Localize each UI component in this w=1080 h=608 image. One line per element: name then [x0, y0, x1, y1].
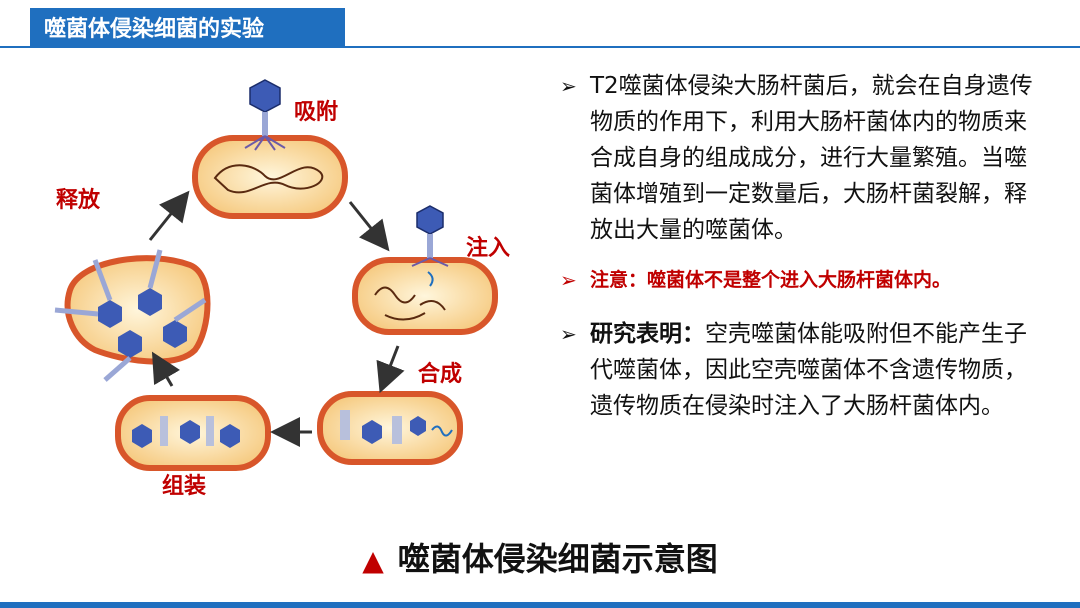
research-paragraph: ➢ 研究表明：空壳噬菌体能吸附但不能产生子代噬菌体，因此空壳噬菌体不含遗传物质，… — [560, 316, 1040, 424]
diagram-drawing — [0, 60, 540, 530]
note-text: 噬菌体不是整个进入大肠杆菌体内。 — [647, 269, 951, 291]
cell-release — [55, 250, 208, 380]
slide-title: 噬菌体侵染细菌的实验 — [30, 8, 345, 46]
label-assembly: 组装 — [162, 468, 206, 500]
label-injection: 注入 — [466, 230, 510, 262]
arrow-bullet-icon: ➢ — [560, 316, 577, 352]
explanation-panel: ➢ T2噬菌体侵染大肠杆菌后，就会在自身遗传物质的作用下，利用大肠杆菌体内的物质… — [560, 68, 1040, 438]
cell-assembly — [118, 398, 268, 468]
arrow-bullet-icon: ➢ — [560, 68, 577, 104]
cell-synthesis — [320, 394, 460, 462]
explanation-paragraph: ➢ T2噬菌体侵染大肠杆菌后，就会在自身遗传物质的作用下，利用大肠杆菌体内的物质… — [560, 68, 1040, 248]
phage-infection-diagram: 吸附 注入 合成 组装 释放 — [0, 60, 540, 530]
cell-injection — [355, 206, 495, 332]
label-release: 释放 — [56, 182, 100, 214]
label-synthesis: 合成 — [418, 356, 462, 388]
bottom-divider — [0, 602, 1080, 608]
label-adsorption: 吸附 — [294, 94, 338, 126]
caption-text: 噬菌体侵染细菌示意图 — [398, 540, 718, 578]
triangle-icon: ▲ — [362, 544, 384, 577]
slide-title-text: 噬菌体侵染细菌的实验 — [44, 11, 264, 43]
arrow-bullet-icon: ➢ — [560, 262, 577, 298]
title-divider — [0, 46, 1080, 48]
research-label: 研究表明： — [590, 321, 705, 347]
paragraph-text: T2噬菌体侵染大肠杆菌后，就会在自身遗传物质的作用下，利用大肠杆菌体内的物质来合… — [590, 73, 1033, 243]
note-label: 注意： — [590, 269, 647, 291]
figure-caption: ▲ 噬菌体侵染细菌示意图 — [0, 534, 1080, 580]
note-line: ➢ 注意：噬菌体不是整个进入大肠杆菌体内。 — [560, 262, 1040, 298]
